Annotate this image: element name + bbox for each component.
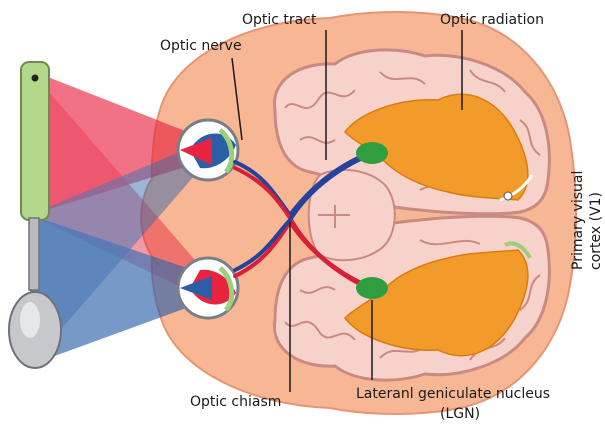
- label-optic-tract: Optic tract: [242, 12, 317, 28]
- label-optic-chiasm: Optic chiasm: [190, 394, 281, 410]
- label-v1-line1: Primary visual: [570, 171, 586, 270]
- lgn-lower: [356, 277, 388, 299]
- label-lgn-line2: (LGN): [440, 406, 480, 422]
- label-lgn-line1: Lateranl geniculate nucleus: [356, 386, 550, 402]
- eye-upper: [178, 120, 238, 180]
- label-v1-line2: cortex (V1): [588, 192, 604, 270]
- eye-lower: [178, 258, 238, 318]
- label-optic-nerve: Optic nerve: [160, 38, 242, 54]
- label-optic-radiation: Optic radiation: [440, 12, 544, 28]
- lgn-upper: [356, 142, 388, 164]
